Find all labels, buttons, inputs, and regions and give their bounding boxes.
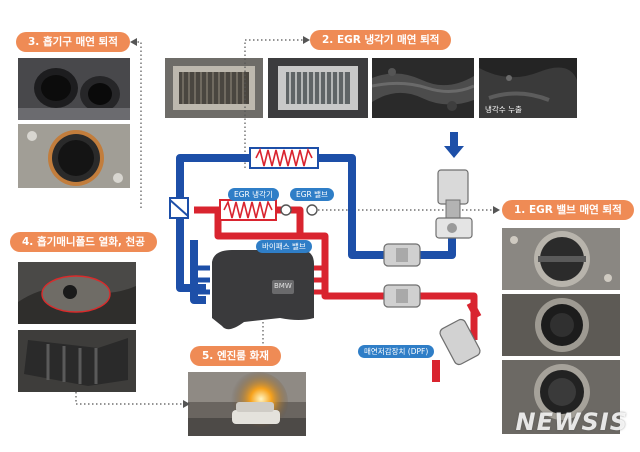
dpf-component: [432, 301, 482, 382]
intake-pipe: [176, 154, 456, 304]
connector-intake: [132, 41, 142, 208]
turbo-housing-upper: [383, 243, 421, 267]
egr-valve-deposit-badge: 1. EGR 밸브 매연 퇴적: [502, 200, 634, 220]
intake-photo-2: [18, 124, 130, 188]
egr-valve-label: EGR 밸브: [290, 188, 334, 201]
intake-air-arrow: [444, 132, 464, 158]
engine-exhaust-outlets: [312, 265, 326, 295]
egr-cooler-coil: [223, 199, 273, 219]
engine-block: [212, 250, 314, 330]
intake-photo-1: [18, 58, 130, 120]
intake-manifold-photo-2: [18, 330, 136, 392]
egr-valve-photo-2: [502, 294, 620, 356]
engine-fire-badge: 5. 엔진룸 화재: [190, 346, 281, 366]
egr-cooler-photo-4: [479, 58, 577, 118]
connector-engine-fire: [75, 392, 186, 405]
egr-cooler-label: EGR 냉각기: [228, 188, 279, 201]
intake-manifold-photo-1: [18, 262, 136, 324]
egr-valve-component: [435, 169, 473, 239]
intake-deposit-badge: 3. 흡기구 매연 퇴적: [16, 32, 130, 52]
egr-cooler-photo-1: [165, 58, 263, 118]
newsis-watermark: NEWSIS: [515, 408, 628, 436]
engine-brand-text: BMW: [274, 282, 292, 290]
egr-valve-photo-3: [502, 360, 620, 434]
turbo-housing-lower: [383, 284, 421, 308]
egr-valve-photo-1: [502, 228, 620, 290]
exhaust-pipe: [194, 206, 478, 340]
dpf-label: 매연저감장치 (DPF): [358, 345, 435, 358]
egr-cooler-deposit-badge: 2. EGR 냉각기 매연 퇴적: [310, 30, 452, 50]
intake-manifold-badge: 4. 흡기매니폴드 열화, 천공: [10, 232, 157, 252]
engine-badge: [272, 280, 294, 294]
egr-valve-symbol: [306, 204, 318, 216]
engine-intake-inlets: [196, 265, 210, 295]
bypass-valve-label: 바이패스 밸브: [256, 240, 312, 253]
egr-cooler-photo-2: [268, 58, 368, 118]
intake-cooler-coil: [255, 147, 313, 167]
coolant-leak-caption: 냉각수 누출: [485, 105, 522, 114]
egr-cooler-photo-3: [372, 58, 474, 118]
bypass-valve-symbol: [280, 204, 292, 216]
connector-egr-cooler: [244, 39, 306, 168]
engine-fire-photo: [188, 372, 306, 436]
